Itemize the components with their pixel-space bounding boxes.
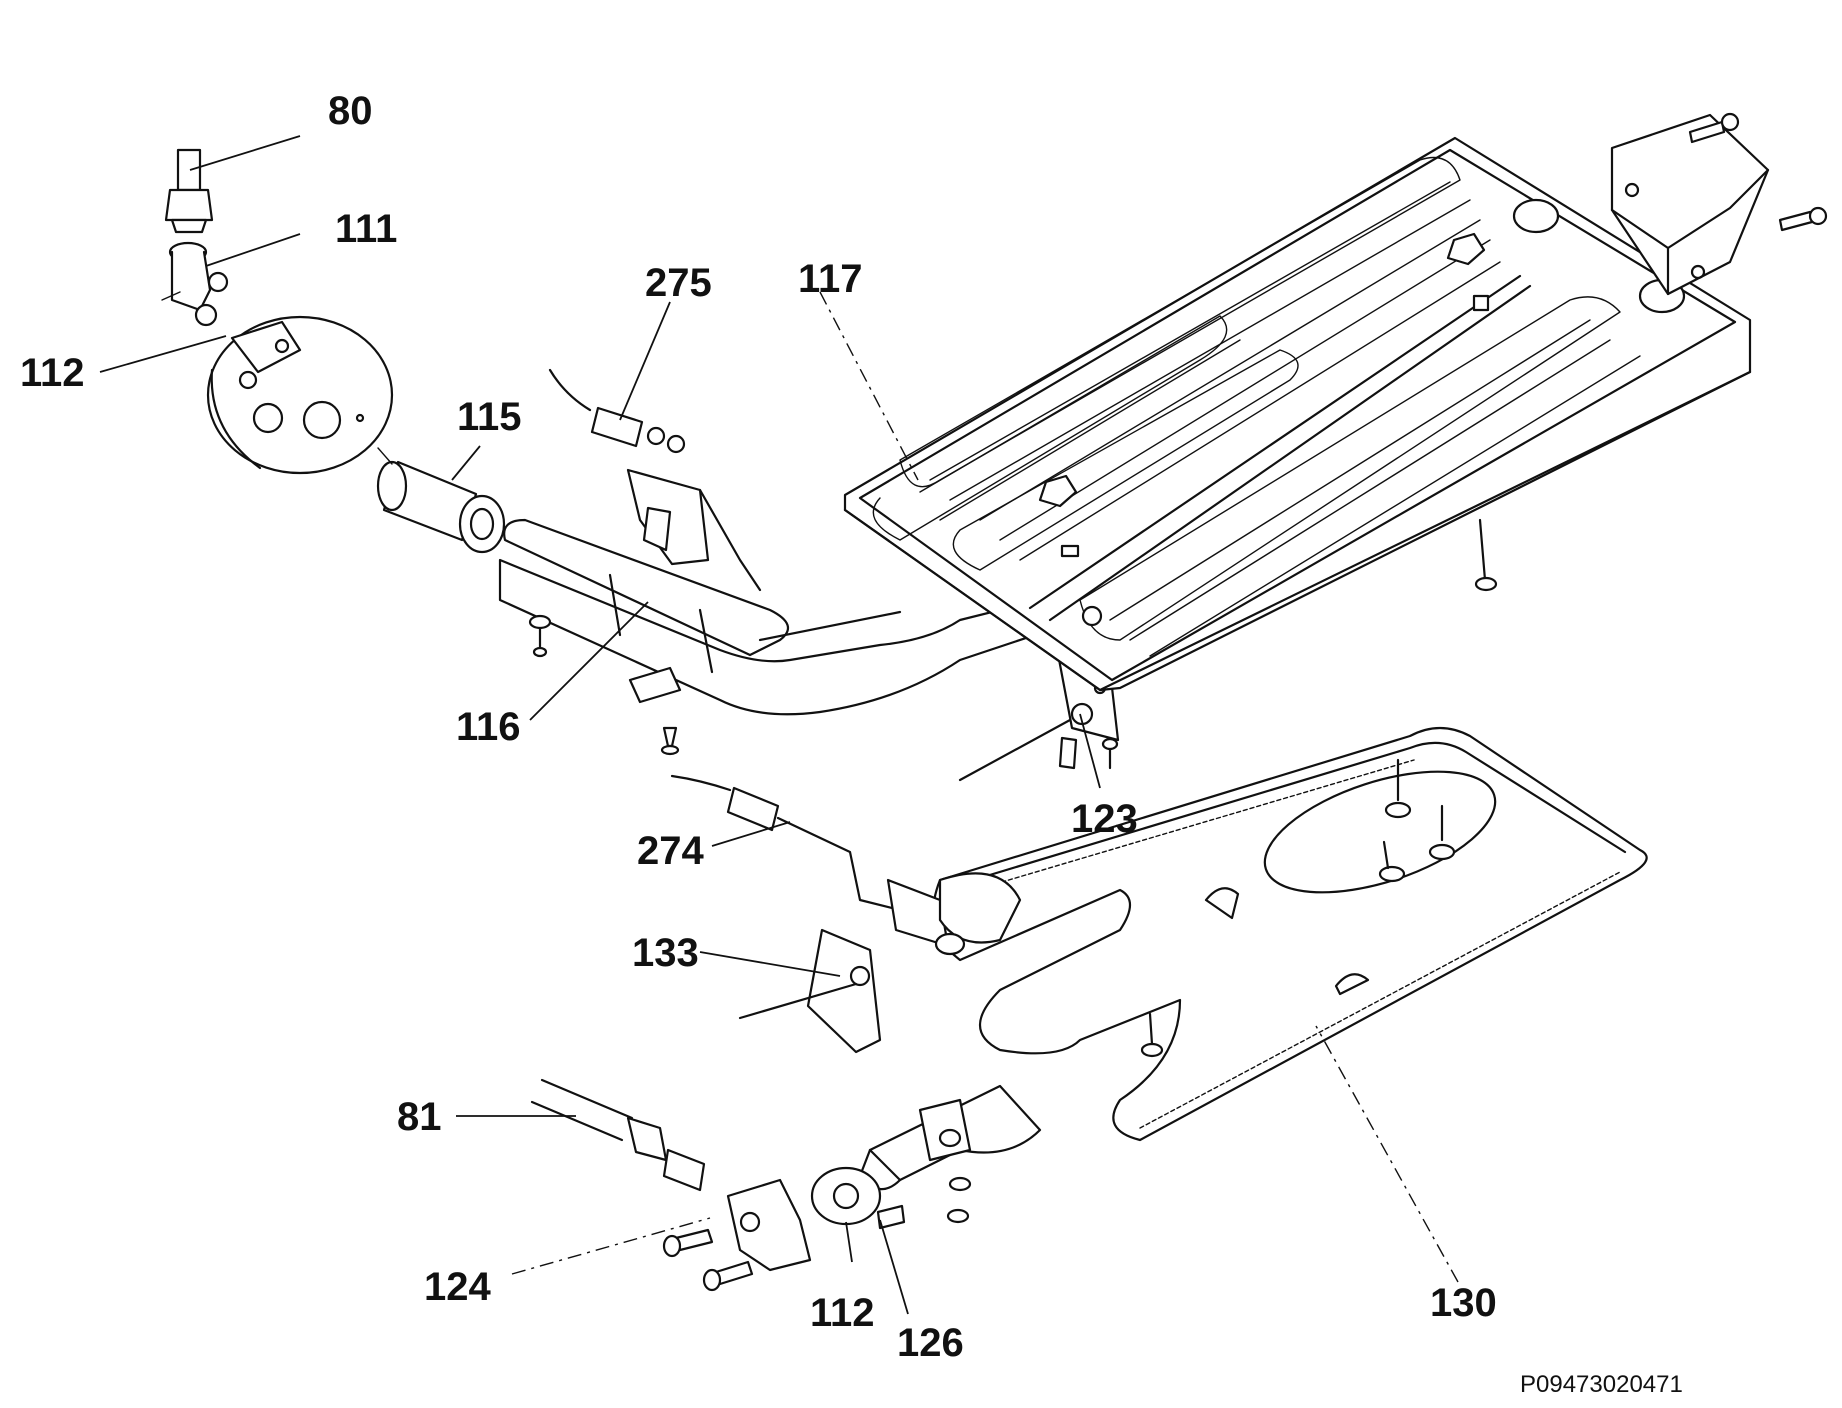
callout-133: 133: [632, 931, 699, 975]
sleeve-115: [376, 447, 506, 554]
electrode-274: [670, 774, 902, 912]
callout-274: 274: [637, 829, 704, 873]
callout-112-upper: 112: [20, 351, 85, 395]
ignition-bracket-133: [738, 872, 1022, 1054]
callout-111: 111: [335, 207, 397, 251]
callout-115: 115: [457, 395, 522, 439]
callout-81: 81: [397, 1095, 442, 1139]
callout-labels: 80 111 112 275 117 115 116 123 274 133 8…: [20, 89, 1497, 1365]
nozzle-fitting-111: [161, 241, 229, 327]
burner-tray-117: [843, 136, 1752, 692]
burner-plate-130: [932, 726, 1648, 1142]
screw-left-1: [528, 614, 552, 658]
valve-housing-112-upper: [206, 315, 394, 475]
callout-116: 116: [456, 705, 521, 749]
callout-126: 126: [897, 1321, 964, 1365]
leader-lines: [99, 135, 1459, 1315]
callout-275: 275: [645, 261, 712, 305]
burner-tube-116: [498, 518, 1052, 716]
injector-bracket-275: [548, 368, 762, 592]
drawing-part-code: P09473020471: [1520, 1371, 1683, 1398]
callout-80: 80: [328, 89, 373, 133]
valve-housing-112-lower: [726, 1166, 906, 1272]
callout-130: 130: [1430, 1281, 1497, 1325]
callout-124: 124: [424, 1265, 491, 1309]
mounting-bracket-top: [1610, 112, 1828, 296]
gas-pipe-81: [530, 1078, 706, 1192]
gas-pipe-80: [164, 148, 214, 234]
callout-123: 123: [1071, 797, 1138, 841]
callout-117: 117: [798, 257, 863, 301]
screw-left-2: [660, 726, 680, 756]
screws-124: [662, 1228, 754, 1292]
callout-112-lower: 112: [810, 1291, 875, 1335]
burner-tube-lower: [858, 1084, 1042, 1224]
